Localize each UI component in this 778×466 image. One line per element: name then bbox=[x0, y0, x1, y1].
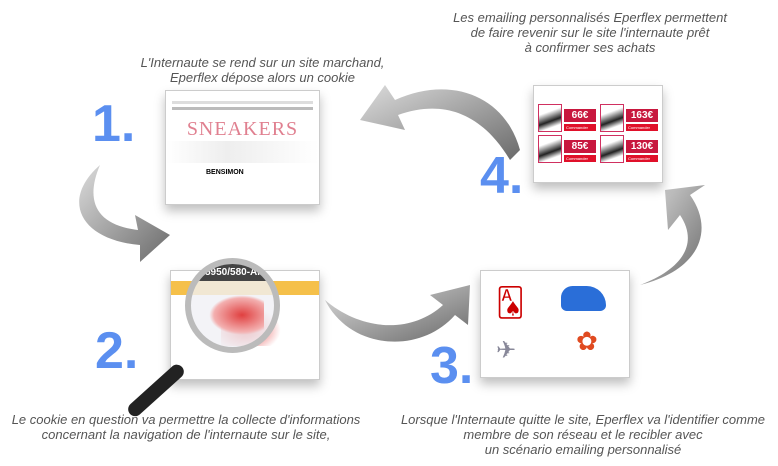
price: 85€ bbox=[564, 140, 596, 153]
arrow-4-to-1-icon bbox=[360, 85, 520, 160]
sneakers-banner: SNEAKERS bbox=[186, 118, 299, 140]
order-button: Commander bbox=[564, 155, 596, 162]
step-2-caption: Le cookie en question va permettre la co… bbox=[0, 412, 372, 442]
price: 66€ bbox=[564, 109, 596, 122]
step-3-number: 3. bbox=[430, 337, 474, 395]
interests-image: 🂡 ✈ ✿ bbox=[480, 270, 630, 378]
arrow-1-to-2-icon bbox=[79, 165, 170, 262]
arrow-2-to-3-icon bbox=[325, 285, 470, 342]
order-button: Commander bbox=[626, 124, 658, 131]
caption-line: concernant la navigation de l'internaute… bbox=[41, 427, 331, 442]
magnifier-icon: 5950/580-ANT bbox=[185, 258, 280, 353]
caption-line: un scénario emailing personnalisé bbox=[484, 442, 682, 457]
step-1-caption: L'Internaute se rend sur un site marchan… bbox=[130, 55, 395, 85]
step-4-number: 4. bbox=[480, 147, 524, 205]
caption-line: Lorsque l'Internaute quitte le site, Epe… bbox=[400, 412, 766, 427]
price: 130€ bbox=[626, 140, 658, 153]
step-4-caption: Les emailing personnalisés Eperflex perm… bbox=[420, 10, 760, 55]
cards-icon: 🂡 bbox=[496, 287, 525, 318]
caption-line: Le cookie en question va permettre la co… bbox=[11, 412, 361, 427]
order-button: Commander bbox=[626, 155, 658, 162]
step-3-caption: Lorsque l'Internaute quitte le site, Epe… bbox=[392, 412, 774, 457]
order-button: Commander bbox=[564, 124, 596, 131]
email-screenshot: 66€Commander 163€Commander 85€Commander … bbox=[533, 85, 663, 183]
caption-line: de faire revenir sur le site l'internaut… bbox=[470, 25, 710, 40]
price: 163€ bbox=[626, 109, 658, 122]
airplane-icon: ✈ bbox=[496, 337, 517, 364]
caption-line: Eperflex dépose alors un cookie bbox=[169, 70, 355, 85]
caption-line: membre de son réseau et le recibler avec bbox=[463, 427, 703, 442]
step-2-number: 2. bbox=[95, 322, 139, 380]
step-1-number: 1. bbox=[92, 95, 136, 153]
caption-line: L'Internaute se rend sur un site marchan… bbox=[140, 55, 385, 70]
merchant-site-screenshot: SNEAKERS BENSIMON bbox=[165, 90, 320, 205]
caption-line: à confirmer ses achats bbox=[524, 40, 656, 55]
arrow-3-to-4-icon bbox=[640, 185, 705, 285]
brand-label: BENSIMON bbox=[206, 169, 244, 176]
sneaker-icon bbox=[561, 286, 606, 311]
flowers-icon: ✿ bbox=[576, 326, 598, 356]
caption-line: Les emailing personnalisés Eperflex perm… bbox=[453, 10, 727, 25]
